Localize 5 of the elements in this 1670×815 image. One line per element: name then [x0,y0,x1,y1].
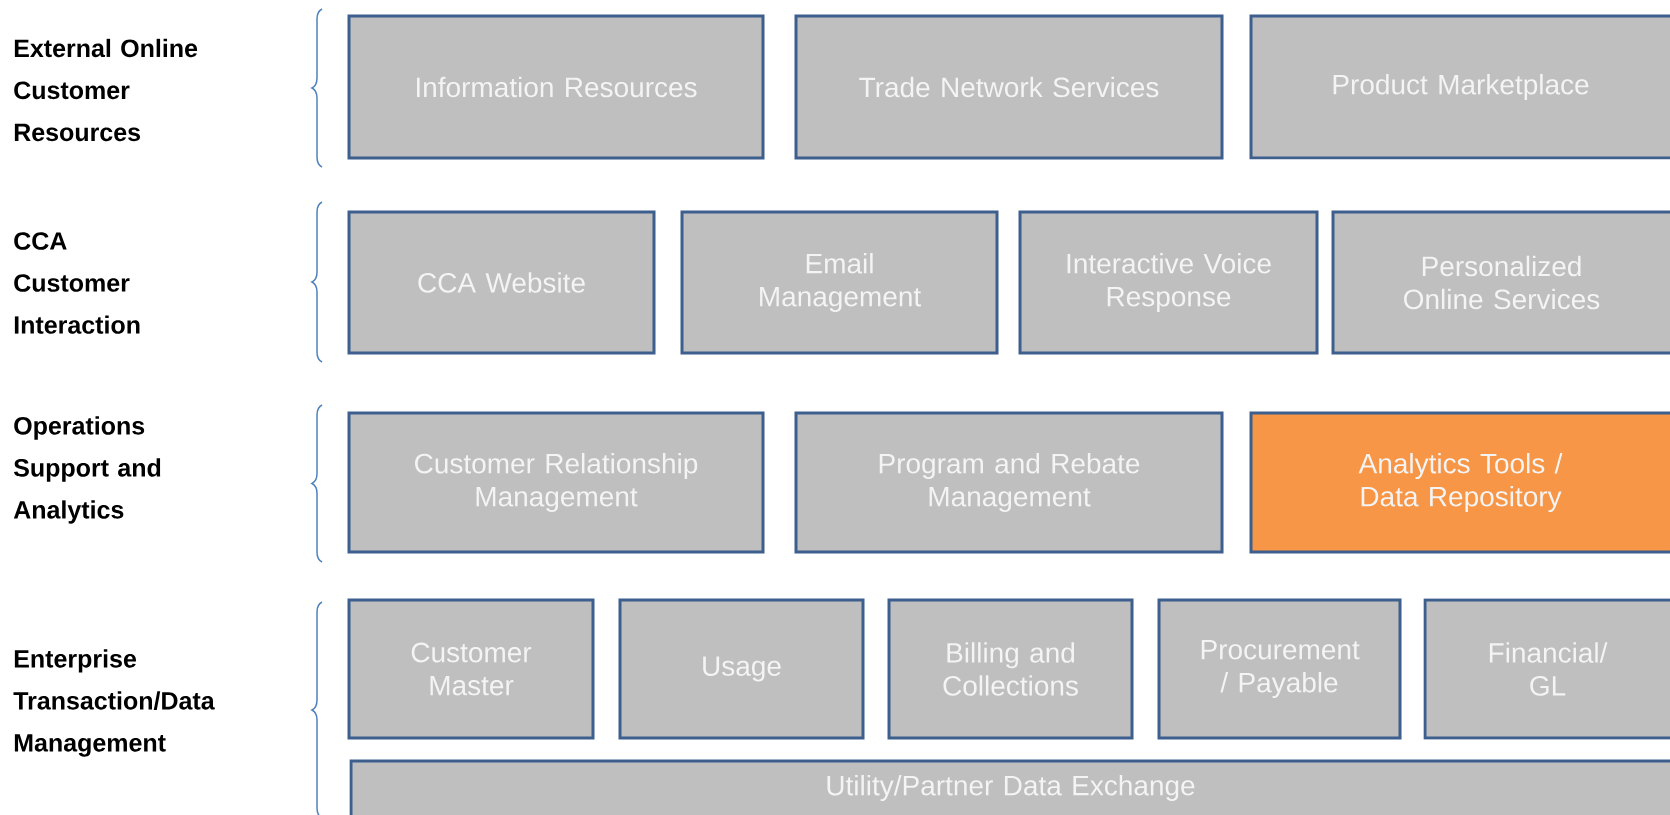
group-label: Operations Support and Analytics [13,416,161,524]
group-label: CCA Customer Interaction [14,232,140,334]
group-label: Enterprise Transaction/Data Management [13,649,215,757]
group-label: External Online Customer Resources [14,38,198,142]
process-box: Analytics Tools / Data Repository [1249,411,1670,554]
